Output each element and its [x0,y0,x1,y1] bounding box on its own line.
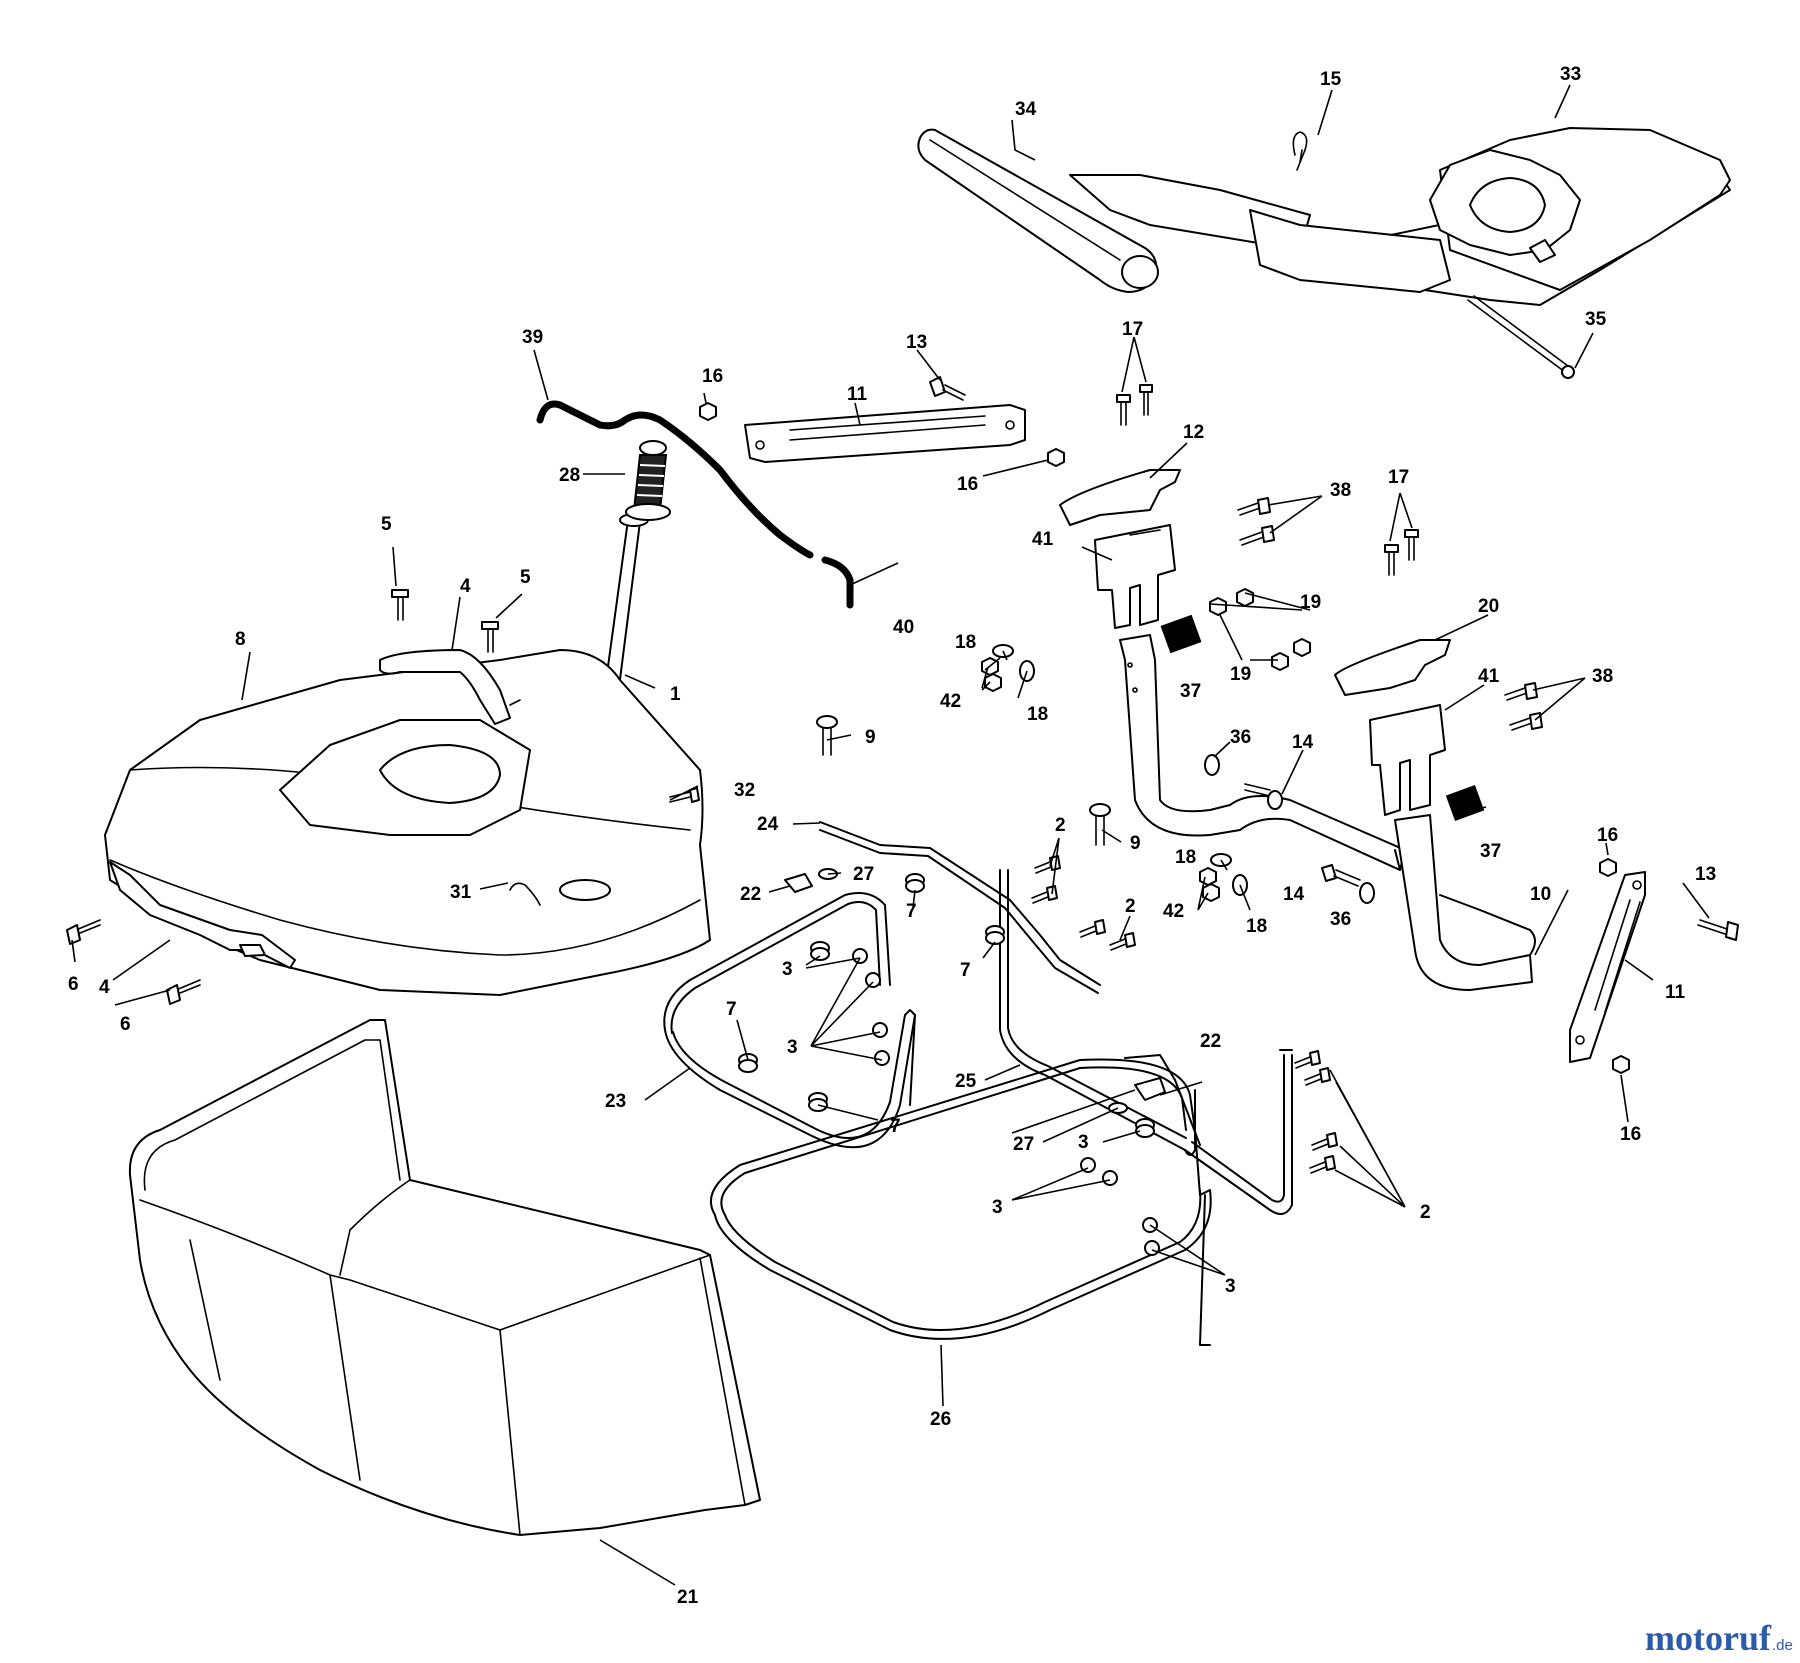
callout-18b: 18 [1027,704,1048,725]
callout-24: 24 [757,814,779,835]
callout-3a: 3 [782,959,793,980]
bracket-41-right [1369,704,1446,816]
callout-labels: 34 15 33 35 39 16 13 11 16 17 12 38 17 2… [68,64,1716,1608]
watermark: motoruf .de [1645,1618,1793,1658]
callout-14a: 14 [1292,732,1314,753]
hook-20 [1334,639,1451,696]
callout-40: 40 [893,617,914,638]
callout-2c: 2 [1420,1202,1431,1223]
callout-22b: 22 [1200,1031,1221,1052]
callout-16b: 16 [957,474,978,495]
callout-26: 26 [930,1409,951,1430]
callout-5b: 5 [520,567,531,588]
callout-11a: 11 [847,384,868,405]
callout-18c: 18 [1175,847,1196,868]
callout-34: 34 [1015,99,1037,120]
callout-42a: 42 [940,691,961,712]
callout-25: 25 [955,1071,977,1092]
callout-13a: 13 [906,332,927,353]
callout-23: 23 [605,1091,626,1112]
callout-14b: 14 [1283,884,1305,905]
callout-27a: 27 [853,864,874,885]
callout-21: 21 [677,1587,699,1608]
frame-23 [663,892,916,1149]
bag-cover [104,649,711,996]
callout-38b: 38 [1592,666,1613,687]
callout-7d: 7 [890,1116,901,1137]
nuts-3-7 [738,873,1160,1256]
fasteners [66,376,1739,1256]
callout-4b: 4 [99,977,110,998]
callout-13b: 13 [1695,864,1716,885]
callout-19b: 19 [1230,664,1251,685]
callout-41a: 41 [1032,529,1054,550]
callout-2a: 2 [1055,815,1066,836]
callout-41b: 41 [1478,666,1500,687]
callout-36b: 36 [1330,909,1351,930]
callout-7a: 7 [906,901,917,922]
watermark-brand: motoruf [1645,1618,1772,1658]
hitch-assembly [917,127,1731,379]
grass-bag [128,1019,761,1536]
callout-3c: 3 [1078,1132,1089,1153]
frame-10 [1119,634,1536,991]
callout-12: 12 [1183,422,1204,443]
callout-10: 10 [1530,884,1551,905]
callout-33: 33 [1560,64,1581,85]
callout-3d: 3 [992,1197,1003,1218]
callout-42b: 42 [1163,901,1184,922]
cap-37-left [1160,614,1202,654]
callout-1: 1 [670,684,681,705]
bracket-11-top [744,404,1026,463]
callout-28: 28 [559,465,580,486]
callout-2b: 2 [1125,896,1136,917]
callout-9b: 9 [1130,833,1141,854]
callout-38a: 38 [1330,480,1351,501]
callout-16d: 16 [1620,1124,1641,1145]
callout-37a: 37 [1180,681,1201,702]
callout-15: 15 [1320,69,1342,90]
callout-6b: 6 [120,1014,131,1035]
callout-32: 32 [734,780,755,801]
bar-24 [819,821,1101,994]
callout-19a: 19 [1300,592,1321,613]
callout-37b: 37 [1480,841,1501,862]
callout-7c: 7 [726,999,737,1020]
leader-lines [71,84,1710,1586]
frame-25 [999,869,1293,1215]
callout-6a: 6 [68,974,79,995]
callout-22a: 22 [740,884,761,905]
callout-17a: 17 [1122,319,1143,340]
callout-8: 8 [235,629,246,650]
callout-27b: 27 [1013,1134,1034,1155]
bracket-11-right [1569,871,1646,1063]
callout-39: 39 [522,327,543,348]
lift-rod [536,400,854,609]
frame-26 [710,1058,1212,1346]
callout-36a: 36 [1230,727,1251,748]
callout-9a: 9 [865,727,876,748]
callout-4a: 4 [460,576,471,597]
callout-18a: 18 [955,632,976,653]
callout-16c: 16 [1597,825,1618,846]
bracket-41-left [1094,524,1176,629]
callout-17b: 17 [1388,467,1409,488]
callout-31: 31 [450,882,472,903]
callout-35: 35 [1585,309,1607,330]
cap-37-right [1445,785,1485,821]
callout-3e: 3 [1225,1276,1236,1297]
callout-5a: 5 [381,514,392,535]
callout-18d: 18 [1246,916,1267,937]
callout-20: 20 [1478,596,1499,617]
watermark-suffix: .de [1772,1637,1793,1654]
hook-12 [1059,469,1181,526]
callout-11b: 11 [1665,982,1686,1003]
callout-16a: 16 [702,366,723,387]
callout-7b: 7 [960,960,971,981]
callout-3b: 3 [787,1037,798,1058]
